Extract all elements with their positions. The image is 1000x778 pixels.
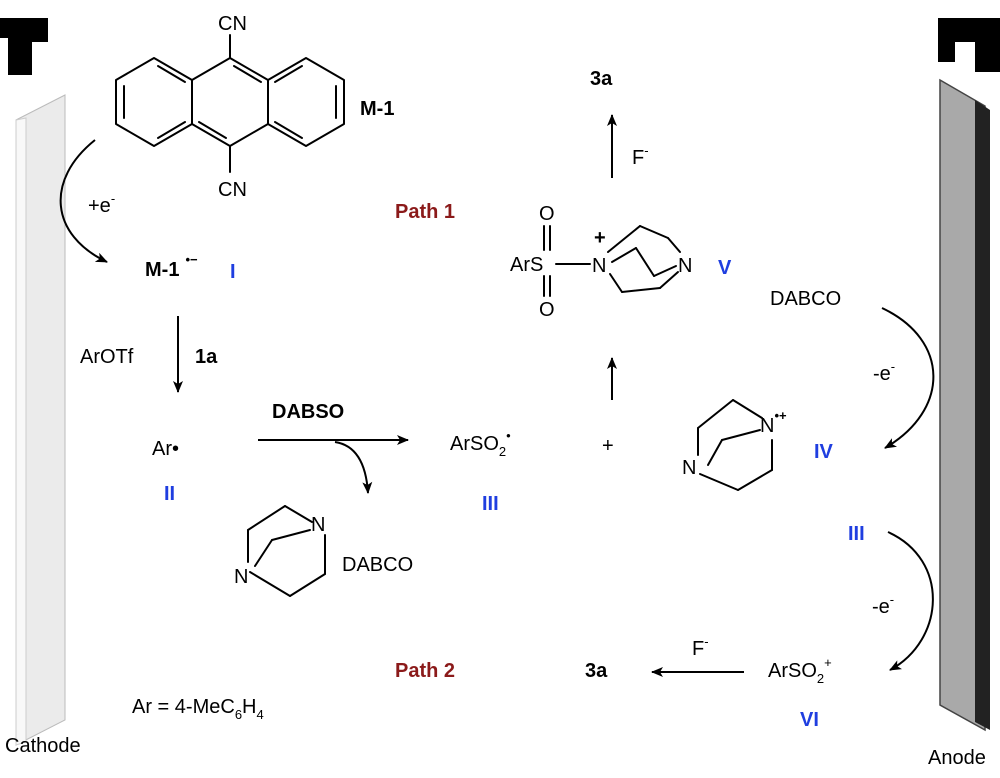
o-top: O [539, 203, 555, 225]
roman-III: III [482, 493, 499, 515]
cathode-electrode [0, 18, 66, 746]
ars-label: ArS [510, 254, 543, 276]
reagent-1a-label: 1a [195, 346, 218, 368]
ar-definition: Ar = 4-MeC6H4 [132, 696, 264, 722]
arso2-radical: ArSO2• [450, 428, 511, 459]
sulfonyl-ammonium-structure [543, 225, 681, 297]
m1-label: M-1 [360, 98, 394, 120]
minus-e-2: -e- [872, 592, 894, 618]
dabso-label: DABSO [272, 401, 344, 423]
n-iv-top: N•+ [760, 408, 787, 437]
plus-sign: + [602, 435, 614, 457]
n-sulfonyl: N [592, 255, 606, 277]
arso2-cation: ArSO2+ [768, 655, 832, 686]
n-iv-bottom: N [682, 457, 696, 479]
dabco-left-label: DABCO [342, 554, 413, 576]
dabco-left-n-bottom: N [234, 566, 248, 588]
dabco-right-label: DABCO [770, 288, 841, 310]
anode-clip-icon [938, 18, 1000, 72]
dabco-left-n-top: N [311, 514, 325, 536]
roman-V: V [718, 257, 732, 279]
ar-radical: Ar• [152, 438, 179, 460]
cn-bottom-label: CN [218, 179, 247, 201]
path2-label: Path 2 [395, 660, 455, 682]
arotf-label: ArOTf [80, 346, 134, 368]
cathode-clip-icon [0, 18, 48, 75]
path1-label: Path 1 [395, 201, 455, 223]
roman-III-right: III [848, 523, 865, 545]
plus-e-text: +e- [88, 191, 115, 217]
roman-IV: IV [814, 441, 834, 463]
reduction-arrow [59, 139, 108, 263]
oxidation-arrow-1 [881, 307, 935, 449]
dabco-release-arrow [334, 441, 373, 494]
n-right: N [678, 255, 692, 277]
dabco-structure-left [247, 505, 326, 597]
fluoride-top: F- [632, 143, 649, 169]
roman-I: I [230, 261, 236, 283]
oxidation-arrow-2 [887, 531, 934, 671]
cn-top-label: CN [218, 13, 247, 35]
fluoride-bottom: F- [692, 634, 709, 660]
n-plus-sup: + [594, 227, 606, 249]
m1-structure [115, 34, 345, 173]
anode-electrode [938, 18, 1000, 732]
o-bottom: O [539, 299, 555, 321]
product-3a-top: 3a [590, 68, 613, 90]
roman-II: II [164, 483, 175, 505]
dabco-radical-cation-structure [697, 399, 773, 491]
product-3a-bottom: 3a [585, 660, 608, 682]
anode-label: Anode [928, 747, 986, 769]
roman-VI: VI [800, 709, 819, 731]
minus-e-1: -e- [873, 359, 895, 385]
m1-radical-anion: M-1•− [145, 252, 198, 281]
cathode-label: Cathode [5, 735, 81, 757]
